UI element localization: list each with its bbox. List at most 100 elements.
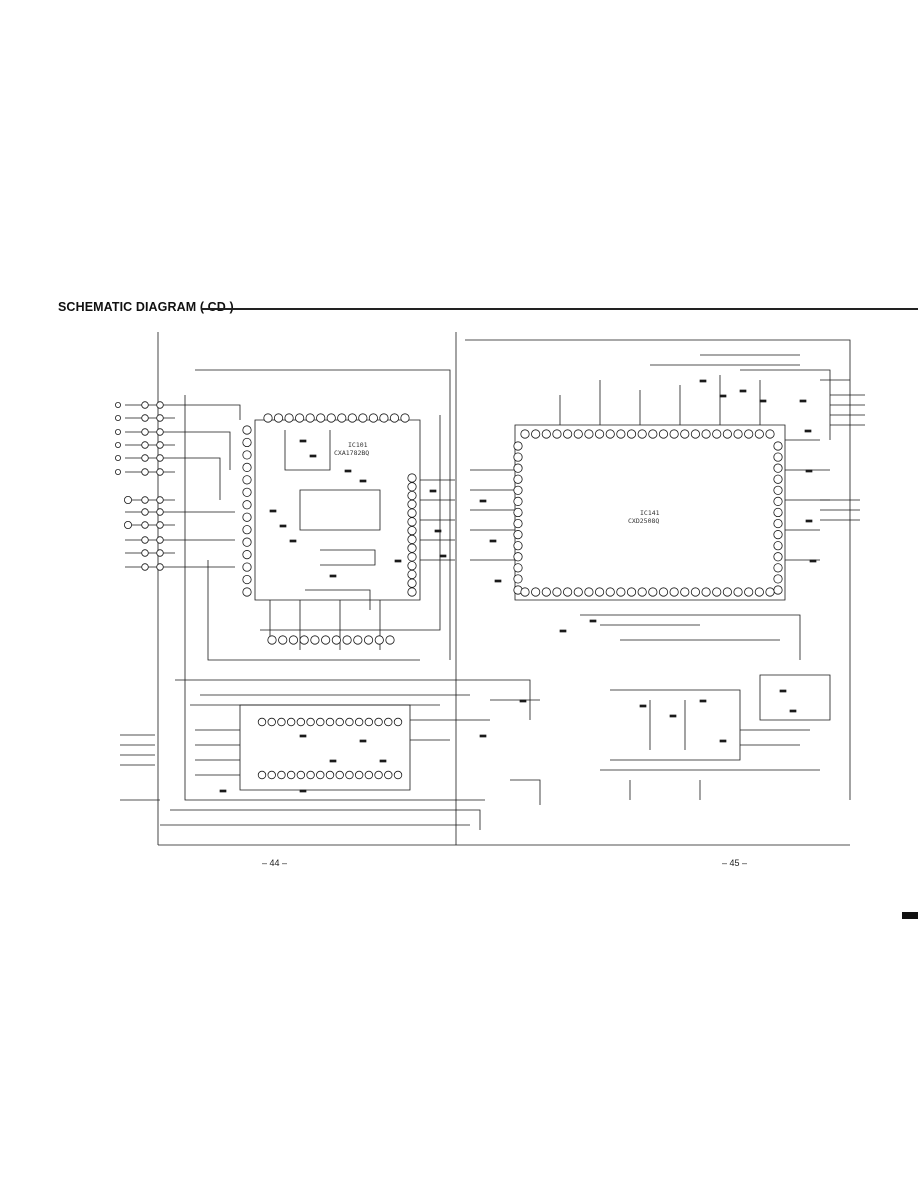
ic141-pin: [773, 563, 783, 573]
ic101-pin: [407, 543, 417, 553]
ic101-pin: [242, 537, 252, 547]
ic141-pin: [773, 585, 783, 595]
ic141-pin: [513, 530, 523, 540]
component-mark: [434, 529, 442, 533]
ic141-pin: [669, 587, 679, 597]
connector-pad: [115, 428, 122, 435]
connector-terminal: [156, 414, 164, 422]
connector-terminal: [156, 496, 164, 504]
driver-ic-pin: [316, 770, 325, 780]
connector-terminal: [156, 454, 164, 462]
ic141-pin: [773, 552, 783, 562]
component-mark: [359, 739, 367, 743]
component-mark: [639, 704, 647, 708]
ic101-pin: [407, 508, 417, 518]
ic141-ref-label: IC141: [640, 509, 660, 517]
ic101-pin: [331, 635, 341, 645]
driver-ic-pin: [374, 717, 383, 727]
ic141-pin: [605, 587, 615, 597]
connector-terminal: [156, 536, 164, 544]
ic141-pin: [513, 552, 523, 562]
ic101-pin: [288, 635, 299, 645]
ic101-pin: [299, 635, 309, 645]
connector-terminal: [156, 401, 164, 409]
ic141-pin: [541, 429, 551, 439]
component-mark: [669, 714, 677, 718]
ic141-pin: [773, 485, 783, 495]
ic141-pin: [626, 587, 637, 597]
driver-ic-pin: [345, 770, 354, 780]
connector-terminal: [141, 454, 149, 462]
component-mark: [804, 429, 812, 433]
component-mark: [494, 579, 502, 583]
ic141-pin: [513, 463, 523, 473]
component-mark: [279, 524, 287, 528]
connector-terminal: [141, 521, 149, 529]
ic101-pin: [379, 413, 389, 423]
ic101-pin: [337, 413, 347, 423]
component-mark: [519, 699, 527, 703]
ic101-pin: [267, 635, 277, 645]
ic141-pin: [584, 429, 594, 439]
ic101-pin: [407, 517, 417, 527]
component-mark: [479, 499, 487, 503]
connector-terminal: [156, 521, 164, 529]
ic141-pin: [773, 507, 783, 518]
ic141-pin: [765, 429, 775, 439]
right-page-number: – 45 –: [722, 858, 748, 868]
ic101-pin: [242, 487, 252, 497]
ic141-pin: [520, 429, 530, 439]
ic141-pin: [773, 463, 783, 473]
connector-pad: [115, 414, 122, 421]
connector-terminal: [156, 508, 164, 516]
ic101-pin: [305, 413, 315, 423]
ic101-pin: [242, 525, 252, 535]
component-mark: [719, 739, 727, 743]
ic101-pin: [278, 635, 288, 645]
ic101-pin: [310, 635, 320, 645]
driver-ic-pin: [384, 770, 393, 780]
component-mark: [489, 539, 497, 543]
ic101-pin: [385, 635, 395, 645]
component-mark: [289, 539, 297, 543]
ic101-pin: [374, 635, 384, 645]
ic101-pin: [242, 550, 252, 560]
driver-ic-pin: [267, 717, 276, 727]
ic101-pin: [242, 437, 252, 448]
ic141-pin: [531, 429, 541, 439]
ic101-pin: [358, 413, 368, 423]
component-mark: [779, 689, 787, 693]
ic141-pin: [573, 587, 583, 597]
ic141-pin: [513, 507, 523, 518]
ic101-pin: [407, 587, 417, 597]
ic101-pin: [407, 569, 417, 580]
ic141-pin: [773, 474, 783, 484]
ic101-pin: [295, 413, 305, 423]
ic101-pin: [389, 413, 400, 423]
ic101-pin: [316, 413, 326, 423]
ic101-pin: [263, 413, 273, 423]
driver-ic-pin: [286, 770, 296, 780]
driver-ic-pin: [354, 717, 364, 727]
connector-pad: [115, 441, 122, 448]
ic101-pin: [407, 499, 417, 509]
driver-ic-pin: [345, 717, 354, 727]
ic101-part-label: CXA1782BQ: [334, 449, 369, 457]
driver-ic-pin: [335, 717, 344, 727]
ic101-pin: [347, 413, 357, 423]
driver-ic-pin: [354, 770, 364, 780]
driver-ic-pin: [296, 770, 306, 780]
ic141-pin: [733, 429, 743, 439]
component-mark: [379, 759, 387, 763]
driver-ic-pin: [257, 717, 267, 727]
driver-ic-pin: [296, 717, 306, 727]
driver-ic-pins: [257, 717, 403, 780]
ic101-pin: [407, 490, 417, 501]
ic101-pin: [407, 561, 417, 571]
driver-ic-pin: [325, 717, 335, 727]
ic141-pin: [712, 587, 722, 597]
component-mark: [809, 559, 817, 563]
left-connector-terminals: [115, 401, 164, 571]
ic141-pin: [531, 587, 541, 597]
